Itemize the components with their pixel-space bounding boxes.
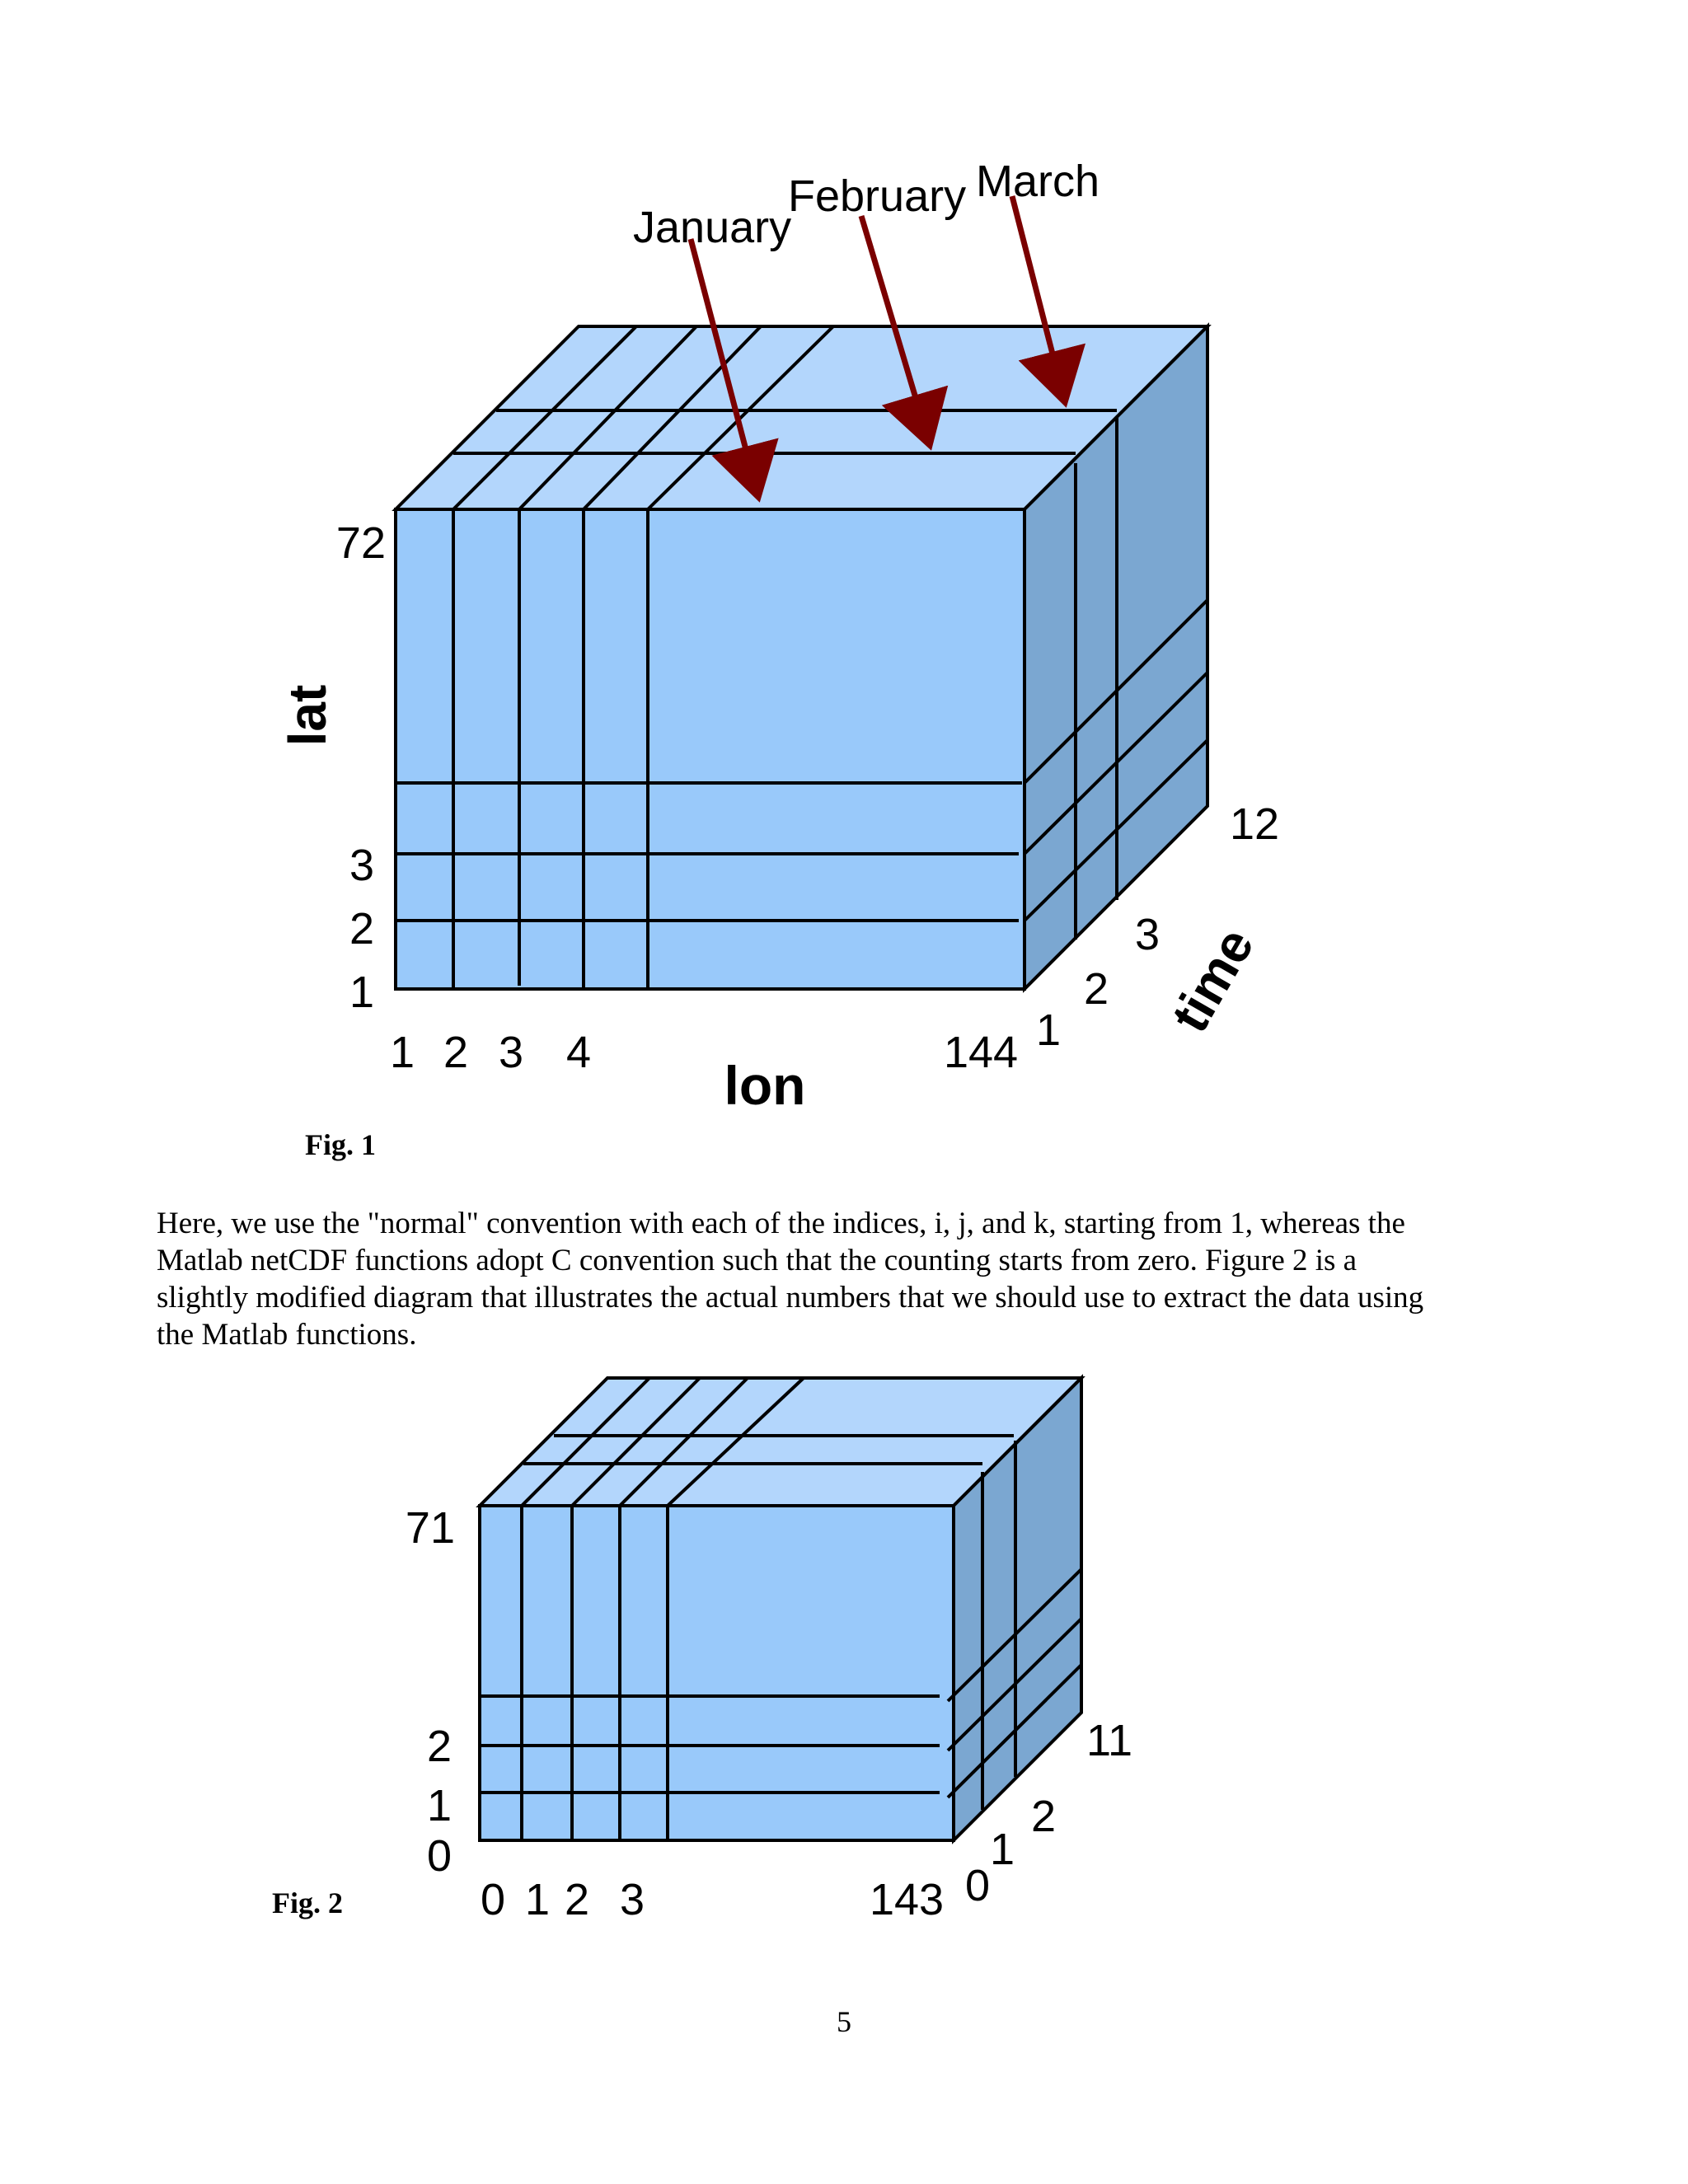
fig2-lon-tick-3: 3 — [620, 1875, 645, 1924]
fig1-lon-tick-1: 1 — [390, 1028, 415, 1077]
fig2-time-tick-2: 2 — [1031, 1792, 1056, 1841]
arrow-february — [858, 214, 949, 451]
month-label-january: January — [633, 203, 791, 252]
fig2-time-tick-0: 0 — [965, 1861, 990, 1910]
fig2-lat-tick-0: 0 — [427, 1831, 452, 1881]
fig1-lat-tick-2: 2 — [349, 904, 374, 954]
fig1-axis-lon: lon — [724, 1055, 806, 1116]
fig2-side-lat-lines — [946, 1568, 1083, 1799]
fig1-lon-tick-144: 144 — [944, 1028, 1018, 1077]
fig1-front-lat-lines — [396, 781, 1022, 922]
month-label-february: February — [788, 171, 966, 221]
fig2-lat-tick-1: 1 — [427, 1781, 452, 1830]
fig1-lon-tick-3: 3 — [499, 1028, 523, 1077]
figure-2-caption: Fig. 2 — [272, 1886, 343, 1919]
body-paragraph: Here, we use the "normal" convention wit… — [157, 1205, 1550, 1353]
paragraph-line: slightly modified diagram that illustrat… — [157, 1281, 1424, 1315]
fig2-front-face — [478, 1504, 955, 1842]
fig1-time-tick-12: 12 — [1230, 799, 1279, 849]
fig2-front-lon-lines — [520, 1506, 669, 1840]
fig1-side-lat-lines — [1023, 598, 1209, 922]
arrow-march — [1009, 195, 1086, 408]
fig1-lat-tick-72: 72 — [336, 518, 386, 568]
fig2-lon-tick-2: 2 — [565, 1875, 589, 1924]
figure-1-caption: Fig. 1 — [305, 1128, 376, 1161]
fig2-lon-tick-143: 143 — [870, 1875, 944, 1924]
fig1-front-face — [394, 508, 1026, 991]
figure-1-cube: January February March 72 3 2 1 1 2 3 4 … — [278, 157, 1279, 1116]
fig1-lat-tick-1: 1 — [349, 968, 374, 1017]
fig2-time-tick-1: 1 — [990, 1825, 1015, 1874]
fig1-lat-tick-3: 3 — [349, 841, 374, 890]
fig1-axis-time: time — [1160, 918, 1265, 1042]
fig2-lat-tick-71: 71 — [406, 1503, 455, 1553]
paragraph-line: the Matlab functions. — [157, 1318, 417, 1352]
fig1-axis-lat: lat — [278, 685, 337, 747]
paragraph-line: Here, we use the "normal" convention wit… — [157, 1207, 1405, 1240]
page-number: 5 — [837, 2005, 851, 2038]
arrow-january — [687, 238, 779, 503]
fig1-lon-tick-4: 4 — [566, 1028, 591, 1077]
fig1-month-arrows — [687, 195, 1086, 503]
figure-2-cube: 71 2 1 0 0 1 2 3 143 0 1 2 11 — [406, 1374, 1132, 1924]
fig1-top-lon-lines — [452, 325, 835, 511]
fig2-side-time-lines — [981, 1441, 1017, 1810]
fig2-time-tick-11: 11 — [1086, 1716, 1132, 1765]
paragraph-line: Matlab netCDF functions adopt C conventi… — [157, 1244, 1357, 1277]
fig1-lon-tick-2: 2 — [443, 1028, 468, 1077]
month-label-march: March — [976, 157, 1100, 206]
fig1-time-tick-3: 3 — [1135, 910, 1160, 959]
fig2-top-lon-lines — [520, 1376, 805, 1507]
fig1-time-tick-2: 2 — [1084, 964, 1109, 1014]
fig2-lon-tick-0: 0 — [481, 1875, 505, 1924]
fig2-lat-tick-2: 2 — [427, 1722, 452, 1771]
fig1-time-tick-1: 1 — [1036, 1005, 1061, 1055]
fig1-side-time-lines — [1074, 416, 1118, 940]
fig1-front-lon-lines — [452, 509, 649, 989]
fig2-lon-tick-1: 1 — [525, 1875, 550, 1924]
fig2-front-lat-lines — [480, 1694, 940, 1794]
fig2-top-time-lines — [523, 1434, 1014, 1465]
